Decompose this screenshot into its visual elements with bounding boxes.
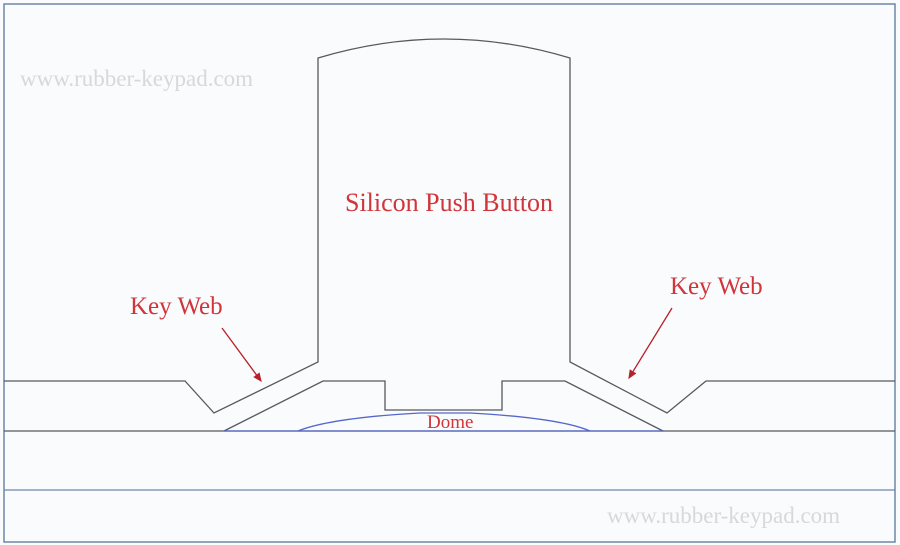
button-outline	[4, 38, 895, 414]
key-web-left-label: Key Web	[130, 293, 223, 320]
button-label: Silicon Push Button	[345, 188, 554, 217]
key-web-right-label: Key Web	[670, 273, 763, 300]
inner-cavity-outline	[223, 380, 664, 432]
dome-label: Dome	[427, 412, 474, 433]
key-web-left-arrow	[221, 327, 262, 383]
watermark-bottom: www.rubber-keypad.com	[607, 503, 841, 528]
frame	[3, 3, 896, 543]
key-web-right-arrow	[628, 307, 673, 380]
watermark-top: www.rubber-keypad.com	[20, 66, 254, 91]
dome-arc	[297, 412, 591, 432]
